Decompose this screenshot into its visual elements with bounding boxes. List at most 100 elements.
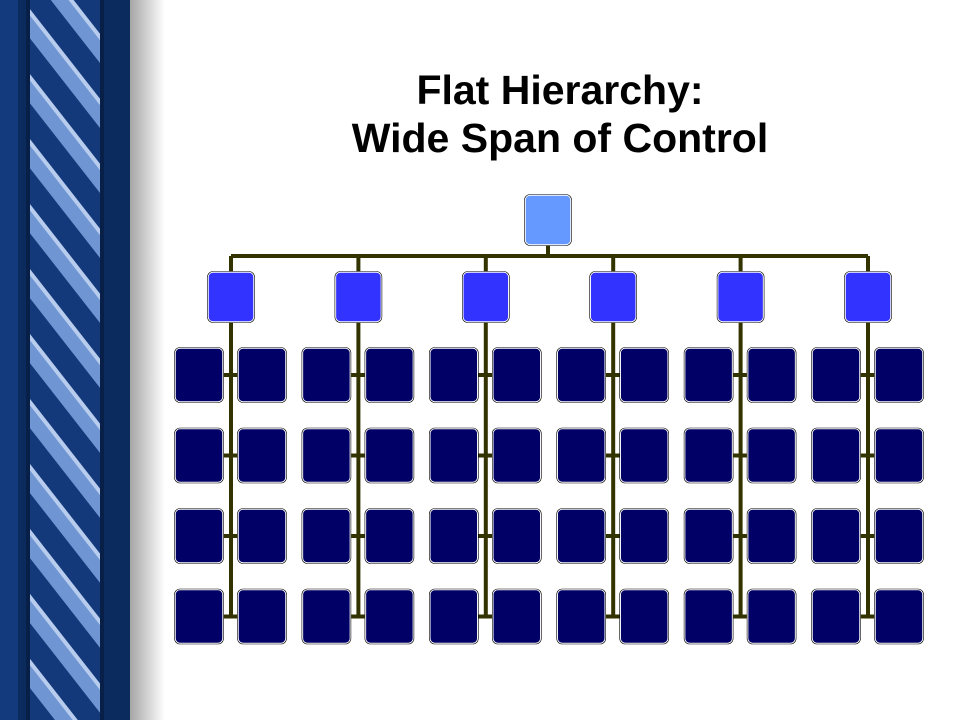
employee-node-m3-r2-left-outline — [428, 427, 479, 484]
employee-node-m2-r2-left — [301, 427, 352, 484]
manager-node-6-outline — [844, 271, 892, 323]
employee-node-m2-r4-right — [364, 588, 415, 645]
employee-node-m5-r4-left — [683, 588, 734, 645]
employee-node-m2-r2-right-outline — [364, 427, 415, 484]
manager-node-4 — [589, 271, 637, 323]
employee-node-m2-r1-left-outline — [301, 347, 352, 403]
employee-node-m2-r1-left — [301, 347, 352, 403]
employee-node-m4-r1-right-outline — [619, 347, 670, 403]
employee-node-m1-r3-left — [174, 508, 224, 564]
employee-node-m5-r3-right — [746, 508, 797, 564]
employee-node-m5-r2-right — [746, 427, 797, 484]
employee-node-m4-r2-left — [556, 427, 606, 484]
employee-node-m2-r3-right — [364, 508, 415, 564]
employee-node-m4-r4-left — [556, 588, 606, 645]
employee-node-m3-r1-right — [492, 347, 542, 403]
employee-node-m4-r1-right — [619, 347, 669, 403]
employee-node-m6-r4-left — [811, 588, 861, 645]
employee-node-m4-r4-right-outline — [619, 588, 670, 645]
manager-node-2 — [334, 271, 383, 323]
employee-node-m5-r3-right-outline — [746, 508, 797, 564]
employee-node-m1-r3-left-outline — [174, 508, 224, 564]
employee-node-m1-r4-right — [237, 588, 287, 645]
employee-node-m3-r1-left — [429, 347, 479, 403]
slide-title-line-1: Flat Hierarchy: — [416, 67, 704, 113]
employee-node-m5-r4-right — [746, 588, 797, 645]
employee-node-m3-r1-right-outline — [491, 347, 542, 403]
employee-node-m5-r2-left-outline — [683, 427, 734, 484]
employee-node-m1-r4-left-outline — [174, 588, 224, 645]
decorative-sidebar — [0, 0, 165, 720]
employee-node-m4-r3-right — [619, 508, 669, 564]
employee-node-m6-r3-left — [811, 508, 861, 564]
employee-node-m6-r4-right-outline — [874, 588, 924, 645]
employee-node-m5-r1-left-outline — [683, 347, 734, 403]
employee-node-m3-r4-left-outline — [428, 588, 479, 645]
employee-node-m6-r2-left-outline — [811, 427, 861, 484]
employee-node-m2-r3-right-outline — [364, 508, 415, 564]
employee-node-m3-r2-right — [492, 427, 542, 484]
sidebar-rope-border-right — [100, 0, 104, 720]
sidebar-rope-border-left — [26, 0, 30, 720]
employee-node-m6-r1-right — [874, 347, 924, 403]
manager-node-5 — [716, 271, 765, 323]
sidebar-edge — [0, 0, 18, 720]
employee-node-m5-r2-left — [683, 427, 734, 484]
employee-node-m6-r3-left-outline — [811, 508, 861, 564]
employee-node-m5-r1-right-outline — [746, 347, 797, 403]
employee-node-m1-r3-right — [237, 508, 287, 564]
employee-node-m1-r3-right-outline — [237, 508, 287, 564]
employee-node-m2-r2-left-outline — [301, 427, 352, 484]
manager-node-2-outline — [334, 271, 383, 323]
employee-node-m6-r1-right-outline — [874, 347, 924, 403]
employee-node-m5-r2-right-outline — [746, 427, 797, 484]
employee-node-m2-r3-left — [301, 508, 352, 564]
employee-node-m5-r3-left-outline — [683, 508, 734, 564]
manager-node-5-outline — [716, 271, 765, 323]
employee-node-m2-r1-right-outline — [364, 347, 415, 403]
employee-node-m1-r2-left — [174, 427, 224, 484]
employee-node-m6-r2-right — [874, 427, 924, 484]
employee-node-m3-r3-right-outline — [491, 508, 542, 564]
employee-node-m1-r2-right — [237, 427, 287, 484]
employee-node-m3-r2-right-outline — [491, 427, 542, 484]
employee-node-m2-r4-left — [301, 588, 352, 645]
manager-node-1-outline — [207, 271, 255, 323]
employee-node-m4-r2-left-outline — [556, 427, 607, 484]
employee-node-m5-r4-right-outline — [746, 588, 797, 645]
employee-node-m6-r2-right-outline — [874, 427, 924, 484]
employee-node-m4-r2-right — [619, 427, 669, 484]
employee-node-m1-r4-right-outline — [237, 588, 287, 645]
employee-node-m6-r1-left — [811, 347, 861, 403]
manager-node-4-outline — [589, 271, 638, 323]
employee-node-m6-r4-right — [874, 588, 924, 645]
employee-node-m4-r2-right-outline — [619, 427, 670, 484]
slide-title: Flat Hierarchy: Wide Span of Control — [160, 66, 960, 162]
employee-node-m6-r3-right — [874, 508, 924, 564]
employee-node-m6-r1-left-outline — [811, 347, 861, 403]
employee-node-m2-r3-left-outline — [301, 508, 352, 564]
employee-node-m1-r4-left — [174, 588, 224, 645]
employee-node-m2-r2-right — [364, 427, 415, 484]
sidebar-shadow — [130, 0, 165, 720]
employee-node-m5-r4-left-outline — [683, 588, 734, 645]
manager-node-1 — [207, 271, 255, 323]
employee-node-m4-r4-right — [619, 588, 669, 645]
employee-node-m6-r4-left-outline — [811, 588, 861, 645]
employee-node-m1-r2-left-outline — [174, 427, 224, 484]
sidebar-rope — [30, 0, 100, 720]
employee-node-m3-r3-left-outline — [428, 508, 479, 564]
employee-node-m4-r4-left-outline — [556, 588, 607, 645]
employee-node-m2-r4-right-outline — [364, 588, 415, 645]
employee-node-m2-r1-right — [364, 347, 415, 403]
employee-node-m4-r1-left-outline — [556, 347, 607, 403]
employee-node-m5-r3-left — [683, 508, 734, 564]
employee-node-m4-r1-left — [556, 347, 606, 403]
employee-node-m3-r4-right-outline — [491, 588, 542, 645]
manager-node-3 — [462, 271, 510, 323]
employee-node-m2-r4-left-outline — [301, 588, 352, 645]
employee-node-m1-r1-right — [237, 347, 287, 403]
employee-node-m3-r1-left-outline — [428, 347, 479, 403]
employee-node-m4-r3-left-outline — [556, 508, 607, 564]
